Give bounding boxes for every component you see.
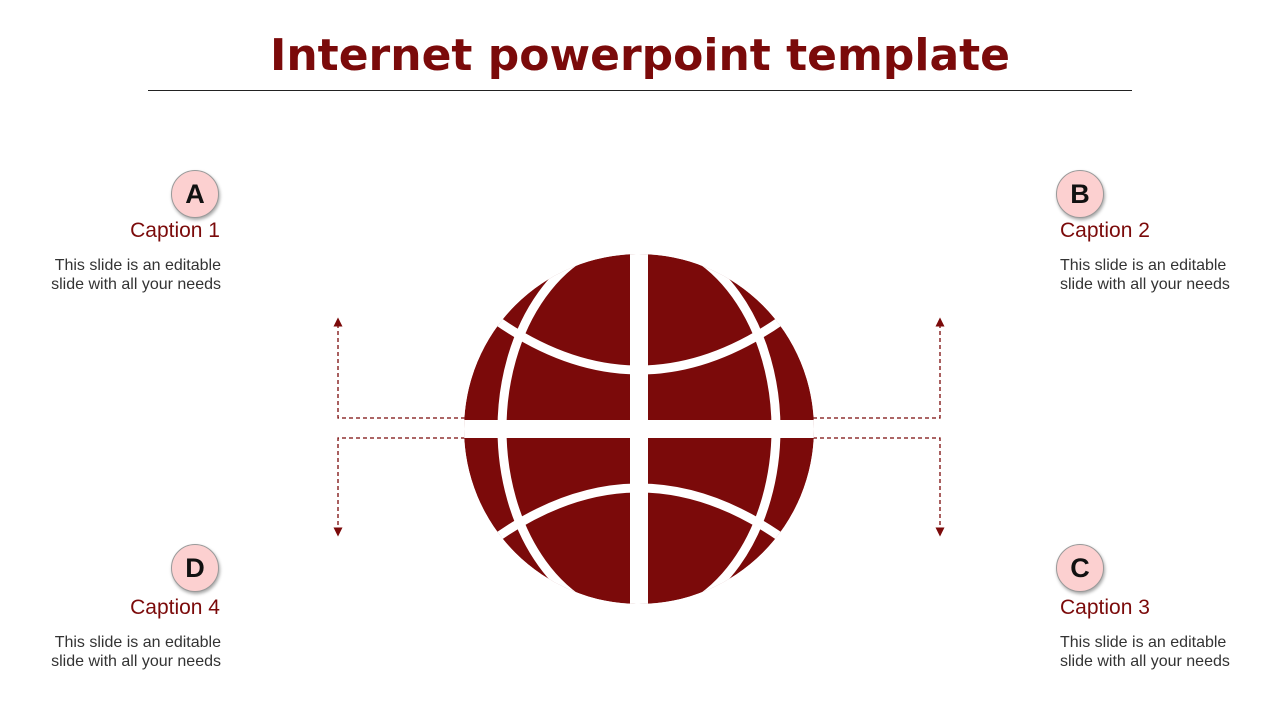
badge-b: B [1056, 170, 1104, 218]
monitor-icon-a [248, 167, 428, 307]
connector-b [813, 317, 945, 419]
description-3: This slide is an editable slide with all… [1060, 634, 1230, 670]
connector-c [813, 437, 945, 537]
caption-1: Caption 1 [130, 219, 220, 242]
monitor-icon-b [851, 167, 1031, 307]
monitor-icon-c [851, 541, 1031, 681]
connector-d [333, 437, 465, 537]
caption-4: Caption 4 [130, 596, 220, 619]
badge-c: C [1056, 544, 1104, 592]
badge-d: D [171, 544, 219, 592]
globe-icon [464, 254, 814, 604]
caption-2: Caption 2 [1060, 219, 1150, 242]
connector-lines [333, 317, 945, 537]
caption-3: Caption 3 [1060, 596, 1150, 619]
description-2: This slide is an editable slide with all… [1060, 257, 1230, 293]
description-4: This slide is an editable slide with all… [51, 634, 221, 670]
slide-title: Internet powerpoint template [269, 30, 1011, 81]
monitor-icon-d [248, 541, 428, 681]
title-divider [148, 90, 1132, 91]
badge-a: A [171, 170, 219, 218]
connector-a [333, 317, 465, 419]
description-1: This slide is an editable slide with all… [51, 257, 221, 293]
